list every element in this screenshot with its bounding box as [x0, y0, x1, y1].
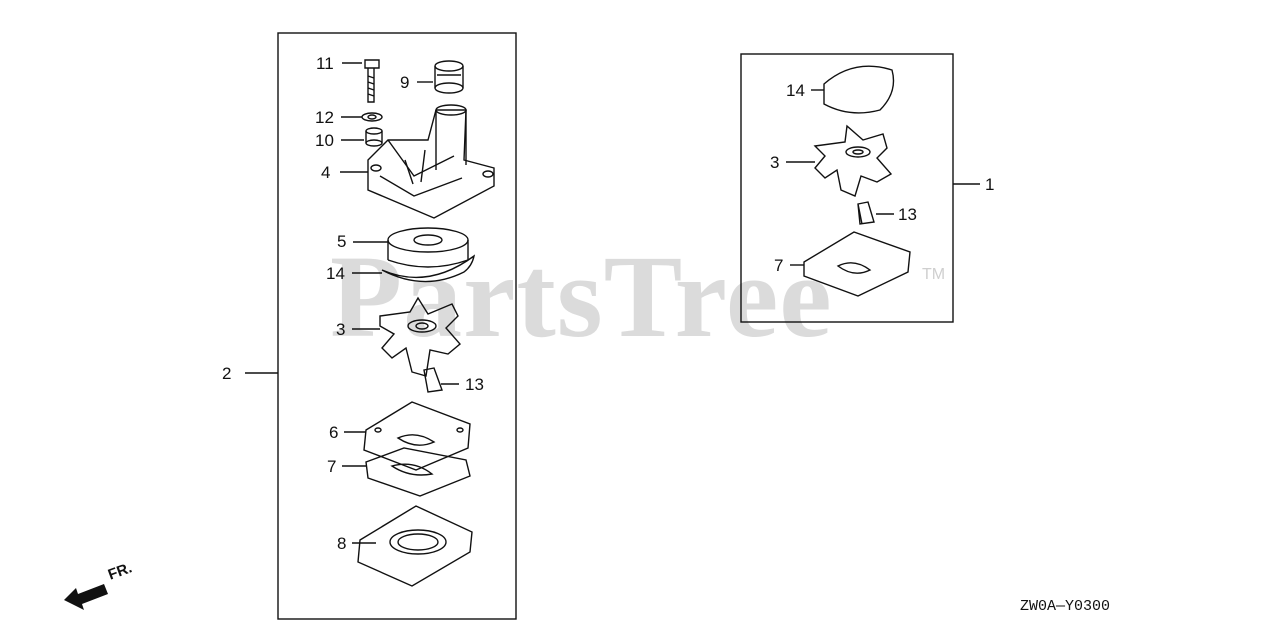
callout-label: 7	[774, 256, 784, 275]
callout-label: 12	[315, 108, 334, 127]
watermark: PartsTree	[330, 231, 833, 362]
part-5-liner	[387, 227, 469, 268]
callout-label: 14	[326, 264, 345, 283]
part-3-impeller-right	[813, 124, 893, 197]
part-9-grommet	[434, 60, 464, 94]
trademark: TM	[922, 266, 946, 283]
part-14-oring-left	[381, 254, 476, 283]
callout-label: 14	[786, 81, 805, 100]
part-10-collar	[365, 127, 383, 147]
part-11-bolt	[364, 59, 380, 103]
assembly-callout: 2	[222, 364, 232, 383]
callout-label: 3	[770, 153, 780, 172]
part-14-oring-right	[823, 65, 895, 114]
front-arrow-icon	[64, 584, 108, 610]
part-13-key-right	[857, 201, 875, 225]
callout-label: 11	[316, 54, 334, 73]
part-6-plate	[363, 401, 471, 471]
part-4-housing	[367, 104, 495, 219]
part-3-impeller-left	[379, 296, 461, 377]
diagram-code: ZW0A—Y0300	[1020, 598, 1111, 615]
part-8-gasket-base	[357, 505, 473, 587]
part-7-gasket-right	[803, 231, 911, 297]
assembly-callout: 1	[985, 175, 995, 194]
callout-label: 9	[400, 73, 410, 92]
callout-label: 4	[321, 163, 331, 182]
callout-label: 8	[337, 534, 347, 553]
part-7-gasket-left	[365, 447, 471, 497]
part-12-washer	[361, 112, 383, 122]
callout-label: 13	[465, 375, 484, 394]
callout-label: 5	[337, 232, 347, 251]
assembly-2-box	[277, 32, 517, 620]
assembly-1-box	[740, 53, 954, 323]
callout-label: 13	[898, 205, 917, 224]
callout-label: 10	[315, 131, 334, 150]
part-13-key-left	[423, 367, 443, 393]
callout-label: 3	[336, 320, 346, 339]
callout-label: 7	[327, 457, 337, 476]
callout-label: 6	[329, 423, 339, 442]
